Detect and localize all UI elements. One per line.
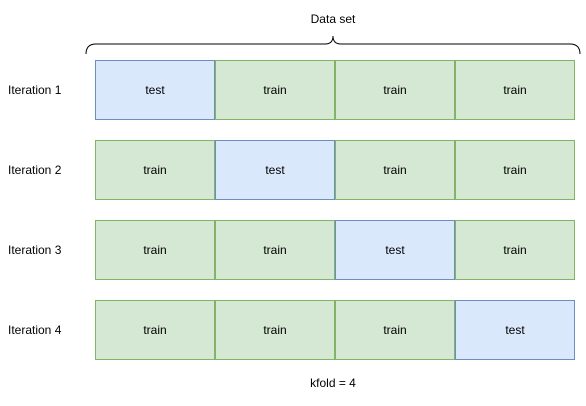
train-fold-cell: train <box>215 220 335 280</box>
test-fold-cell: test <box>335 220 455 280</box>
train-fold-cell: train <box>215 300 335 360</box>
iteration-label: Iteration 2 <box>8 163 62 177</box>
train-fold-cell: train <box>335 300 455 360</box>
train-fold-cell: train <box>215 60 335 120</box>
dataset-brace <box>85 35 581 55</box>
train-fold-cell: train <box>455 60 575 120</box>
kfold-label: kfold = 4 <box>310 376 356 390</box>
dataset-title: Data set <box>310 12 356 26</box>
iteration-label: Iteration 3 <box>8 243 62 257</box>
test-fold-cell: test <box>215 140 335 200</box>
iteration-label: Iteration 1 <box>8 83 62 97</box>
train-fold-cell: train <box>95 140 215 200</box>
test-fold-cell: test <box>455 300 575 360</box>
train-fold-cell: train <box>455 220 575 280</box>
train-fold-cell: train <box>335 140 455 200</box>
train-fold-cell: train <box>335 60 455 120</box>
train-fold-cell: train <box>95 220 215 280</box>
test-fold-cell: test <box>95 60 215 120</box>
train-fold-cell: train <box>95 300 215 360</box>
iteration-label: Iteration 4 <box>8 323 62 337</box>
train-fold-cell: train <box>455 140 575 200</box>
